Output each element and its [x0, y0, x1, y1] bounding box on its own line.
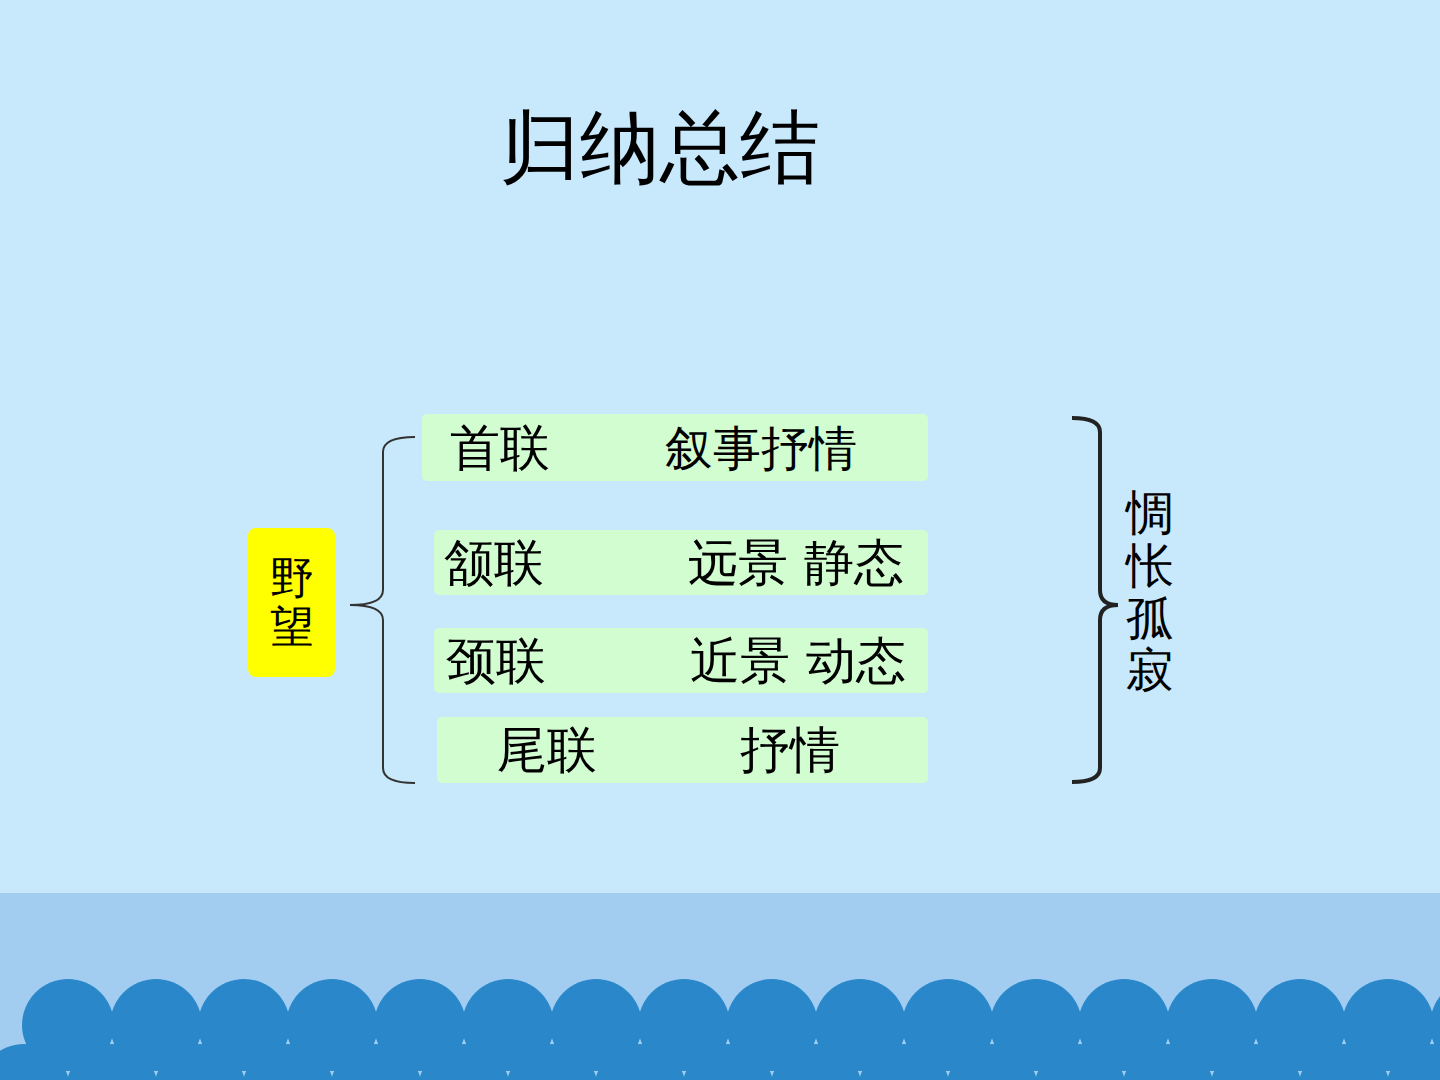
right-brace: [1072, 418, 1118, 782]
scallop: [1386, 1044, 1440, 1080]
scallop: [682, 1044, 774, 1080]
couplet-note: 远景 静态: [688, 538, 904, 588]
scallop: [418, 1044, 510, 1080]
scallop: [946, 1044, 1038, 1080]
summary-label: 惆怅孤寂: [1126, 486, 1174, 697]
couplet-note: 叙事抒情: [665, 424, 857, 472]
scallop: [594, 1044, 686, 1080]
scallop-pattern: [0, 979, 1440, 1080]
scallop: [506, 1044, 598, 1080]
scallop: [154, 1044, 246, 1080]
left-brace: [350, 437, 415, 783]
scallop: [1034, 1044, 1126, 1080]
scallop: [0, 1044, 70, 1080]
couplet-row: 首联 叙事抒情: [422, 414, 928, 481]
couplet-row: 尾联 抒情: [437, 717, 928, 783]
couplet-note: 近景 动态: [690, 636, 906, 686]
scallop: [1298, 1044, 1390, 1080]
couplet-row: 颔联 远景 静态: [434, 530, 928, 595]
couplet-name: 颈联: [446, 636, 546, 686]
couplet-note: 抒情: [740, 725, 840, 775]
scallop: [1122, 1044, 1214, 1080]
title: 归纳总结: [0, 108, 1320, 188]
couplet-name: 首联: [450, 423, 550, 473]
couplet-row: 颈联 近景 动态: [434, 628, 928, 693]
couplet-name: 野望: [270, 554, 314, 651]
scallop: [1210, 1044, 1302, 1080]
scallop: [858, 1044, 950, 1080]
scallop: [66, 1044, 158, 1080]
topic-box: 野望: [248, 528, 335, 677]
couplet-name: 颔联: [444, 538, 544, 588]
scallop: [770, 1044, 862, 1080]
couplet-name: 尾联: [497, 725, 597, 775]
scallop: [242, 1044, 334, 1080]
scallop: [330, 1044, 422, 1080]
